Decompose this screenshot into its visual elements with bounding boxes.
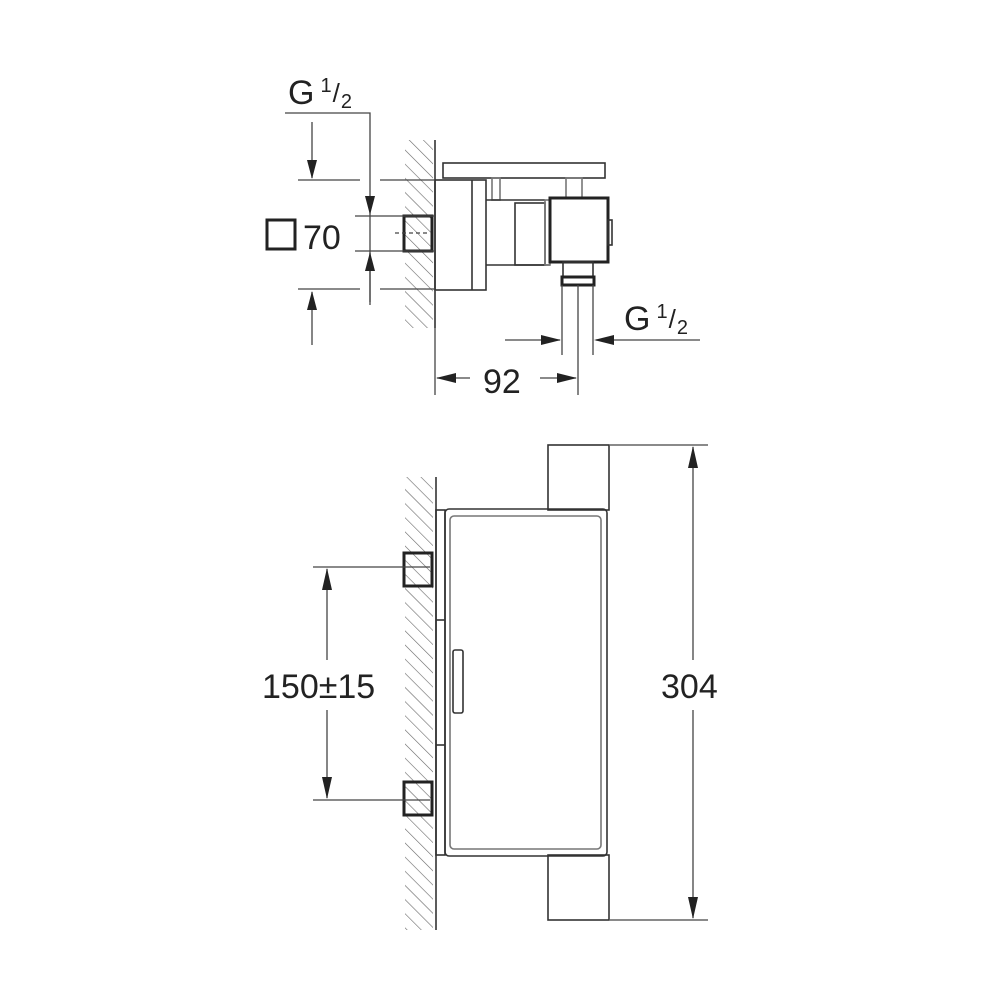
handle <box>452 649 464 714</box>
inlet-thread-slash: / <box>333 78 341 108</box>
inlet-spacing-dimension <box>313 566 430 801</box>
projection-label: 92 <box>483 363 521 401</box>
thermostat-body-front <box>435 444 610 921</box>
inlet-spacing-label: 150±15 <box>262 668 375 706</box>
fitting-upper <box>402 551 434 588</box>
square-symbol-icon <box>265 218 297 251</box>
outlet-thread-main: G <box>624 300 650 338</box>
projection-dimension <box>434 285 579 395</box>
outlet-thread-dimension <box>505 285 700 355</box>
height-label: 304 <box>661 668 718 706</box>
outlet-thread-den: 2 <box>677 317 688 339</box>
outlet-thread-slash: / <box>669 304 677 334</box>
thermostat-body-top <box>434 162 613 291</box>
inlet-thread-leader <box>285 112 371 305</box>
height-dimension <box>610 444 708 921</box>
inlet-thread-main: G <box>288 74 314 112</box>
square-outer-dimension <box>298 122 435 345</box>
front-view: 150±15 304 <box>262 444 718 930</box>
inlet-thread-den: 2 <box>341 91 352 113</box>
wall-hatching-front <box>405 477 433 930</box>
fitting-lower <box>402 780 434 817</box>
wall-hatching-top <box>405 140 433 328</box>
square-size-label: 70 <box>303 219 341 257</box>
outlet-thread-num: 1 <box>656 301 667 323</box>
inlet-thread-num: 1 <box>320 75 331 97</box>
